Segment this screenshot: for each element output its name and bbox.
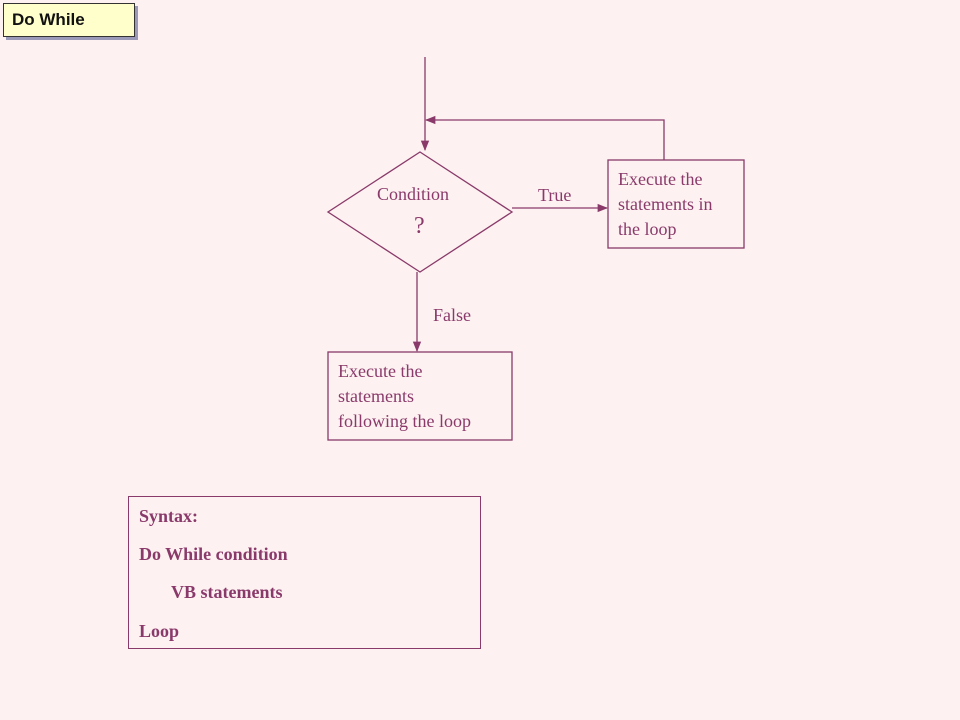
syntax-line: Do While condition	[139, 544, 288, 564]
syntax-box: Syntax: Do While condition VB statements…	[128, 496, 481, 649]
condition-label: Condition	[377, 184, 450, 204]
loop-box	[607, 159, 745, 249]
syntax-line: Loop	[139, 621, 180, 641]
loop-box-text: Execute the statements in the loop	[618, 167, 712, 242]
after-loop-box	[327, 351, 513, 441]
syntax-line: VB statements	[171, 582, 283, 602]
loop-box-line: Execute the	[618, 169, 703, 189]
syntax-heading: Syntax:	[139, 506, 199, 526]
after-loop-box-line: Execute the	[338, 361, 423, 381]
true-label: True	[538, 185, 572, 205]
loop-box-line: the loop	[618, 219, 677, 239]
after-loop-box-line: following the loop	[338, 411, 471, 431]
loop-back-arrow	[424, 115, 665, 160]
slide-title: Do While	[3, 3, 135, 37]
loop-box-line: statements in	[618, 194, 713, 214]
false-label: False	[433, 305, 471, 325]
condition-diamond	[326, 151, 514, 273]
condition-question-mark: ?	[414, 213, 425, 239]
after-loop-box-text: Execute the statements following the loo…	[338, 359, 471, 434]
after-loop-box-line: statements	[338, 386, 414, 406]
